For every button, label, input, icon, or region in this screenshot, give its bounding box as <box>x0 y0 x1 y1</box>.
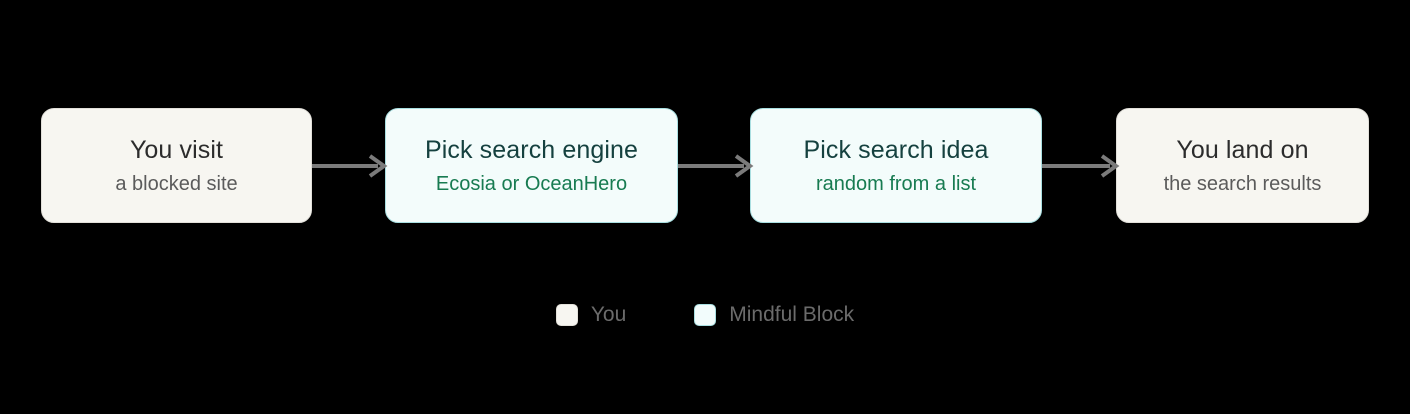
flow-node-subtitle: random from a list <box>815 173 977 195</box>
flow-node-title: Pick search idea <box>803 136 989 164</box>
flow-node-title: You land on <box>1176 136 1309 164</box>
flow-node-subtitle: a blocked site <box>115 173 238 195</box>
flow-node-title: Pick search engine <box>424 136 639 164</box>
arrow-icon <box>676 150 754 182</box>
flow-node-pick-search-engine[interactable]: Pick search engine Ecosia or OceanHero <box>385 108 678 223</box>
flow-node-pick-search-idea[interactable]: Pick search idea random from a list <box>750 108 1042 223</box>
legend-label: You <box>590 303 627 326</box>
flow-node-you-land-on[interactable]: You land on the search results <box>1116 108 1369 223</box>
legend-swatch-icon <box>694 304 717 326</box>
legend-item-you: You <box>555 303 627 327</box>
flow-node-row: You visit a blocked site Pick search eng… <box>0 108 1410 223</box>
arrow-icon <box>310 150 388 182</box>
flow-node-you-visit[interactable]: You visit a blocked site <box>41 108 312 223</box>
flow-node-title: You visit <box>129 136 224 164</box>
legend: You Mindful Block <box>0 303 1410 327</box>
legend-item-mindful-block: Mindful Block <box>694 303 854 327</box>
legend-label: Mindful Block <box>729 303 855 326</box>
flow-node-subtitle: the search results <box>1163 173 1322 195</box>
legend-swatch-icon <box>555 304 578 326</box>
flow-node-subtitle: Ecosia or OceanHero <box>435 173 628 195</box>
arrow-icon <box>1040 150 1120 182</box>
